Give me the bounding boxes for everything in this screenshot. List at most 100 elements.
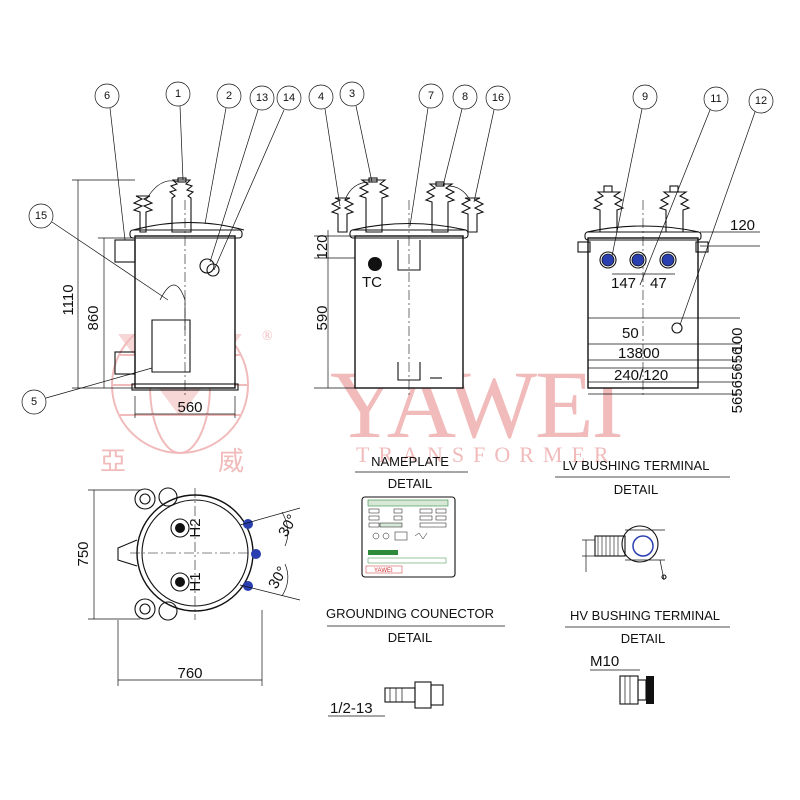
callout-9: 9 [611,84,658,257]
callout-13: 13 [209,85,275,263]
top-dim-760: 760 [177,665,202,682]
side-inner-lift [397,240,421,271]
side-lv-bushing-right [460,197,485,233]
front-dim-860: 860 [85,305,102,330]
grounding-title: GROUNDING COUNECTOR [326,606,494,621]
nameplate-card [361,496,456,578]
rear-dim-13800: 13800 [618,345,660,362]
svg-text:8: 8 [462,91,468,103]
rear-dim-100: 100 [729,327,746,352]
svg-text:1: 1 [175,88,181,100]
front-dim-560: 560 [177,399,202,416]
rear-lv-bushing-2 [658,185,691,233]
front-lv-bushing [132,195,154,233]
top-side-bracket [117,539,138,567]
top-lug-2 [134,598,156,620]
callout-1: 1 [165,81,191,181]
side-tc-label: TC [362,274,382,291]
top-bushing-h1 [170,572,190,592]
top-angle-1: 30° [275,512,301,540]
top-lv-stud-2 [251,549,261,559]
front-dim-1110: 1110 [60,284,77,315]
rear-lv-bushing-1 [592,185,625,233]
front-view: 1110 860 560 6 1 2 13 1 [21,81,302,418]
callout-16: 16 [473,85,511,203]
front-hanger-bracket [114,239,136,263]
svg-text:4: 4 [318,91,324,103]
top-lv-stud-1 [243,519,253,529]
side-hv-bushing-2 [424,181,456,233]
svg-text:5: 5 [31,396,37,408]
watermark-cjk-right: 威 [218,447,244,476]
hv-thread: M10 [590,653,619,670]
svg-text:3: 3 [349,88,355,100]
grounding-bolt [384,687,416,703]
grounding-thread: 1/2-13 [330,700,373,717]
callout-6: 6 [94,83,126,241]
svg-text:6: 6 [104,90,110,102]
svg-text:7: 7 [428,90,434,102]
top-view: H2 H1 30° 30° 750 760 [75,487,301,686]
lv-bushing-detail: LV BUSHING TERMINAL DETAIL [555,458,730,581]
rear-view: 147 47 120 50 13800 240/120 100 56565656… [577,84,774,414]
nameplate-sub: DETAIL [388,476,433,491]
rear-dim-50: 50 [622,325,639,342]
side-inner-base [397,362,421,381]
top-label-h1: H1 [187,572,204,591]
rear-terminal-x2 [631,253,645,267]
rear-terminal-x1 [601,253,615,267]
top-bushing-h2 [170,518,190,538]
svg-text:2: 2 [226,90,232,102]
side-dim-120: 120 [314,234,331,259]
top-lug-1 [134,488,156,510]
callout-14: 14 [213,85,302,271]
watermark-registered: ® [262,329,273,344]
svg-text:11: 11 [710,93,721,105]
front-arrester [199,258,215,274]
top-angle-2: 30° [265,564,291,592]
side-dim-590: 590 [314,305,331,330]
callout-8: 8 [442,84,478,187]
svg-text:16: 16 [492,92,504,104]
callout-15: 15 [28,203,169,301]
grounding-sub: DETAIL [388,630,433,645]
side-tap-changer [368,257,382,271]
front-cover-dome [132,222,245,231]
watermark-brand-sub: TRANSFORMER [356,442,618,467]
hv-detail-title: HV BUSHING TERMINAL [570,608,720,623]
callout-3: 3 [339,81,373,183]
svg-text:15: 15 [35,210,47,222]
rear-dim-56: 56565656 [729,347,746,414]
rear-dim-47: 47 [650,275,667,292]
svg-text:9: 9 [642,91,648,103]
hv-bushing-detail: HV BUSHING TERMINAL DETAIL M10 [565,608,730,705]
callout-7: 7 [409,83,444,227]
front-internal-frame [151,319,191,373]
callout-4: 4 [308,84,341,207]
hv-terminal-body [619,675,639,705]
grounding-detail: GROUNDING COUNECTOR DETAIL 1/2-13 [326,606,505,717]
front-cover [129,229,243,239]
rear-dim-240120: 240/120 [614,367,668,384]
lv-detail-title: LV BUSHING TERMINAL [563,458,710,473]
top-label-h2: H2 [187,518,204,537]
watermark-cjk-left: 亞 [100,447,126,476]
rear-hole [671,322,683,334]
nameplate-title: NAMEPLATE [371,454,449,469]
top-dim-750: 750 [75,541,92,566]
callout-2: 2 [204,83,242,225]
front-hv-bushing [168,177,195,233]
lv-detail-sub: DETAIL [614,482,659,497]
svg-text:12: 12 [755,95,767,107]
nameplate-brand: YAWEI [374,568,393,574]
side-view: TC 120 590 4 3 7 8 16 [308,81,511,398]
callout-11: 11 [639,86,729,286]
svg-text:14: 14 [283,92,295,104]
side-hv-bushing [358,177,390,233]
nameplate-detail: NAMEPLATE DETAIL YAWEI [355,454,468,578]
callout-5: 5 [21,367,153,415]
rear-terminal-x3 [661,253,675,267]
front-lower-bracket [114,351,136,375]
hv-detail-sub: DETAIL [621,631,666,646]
